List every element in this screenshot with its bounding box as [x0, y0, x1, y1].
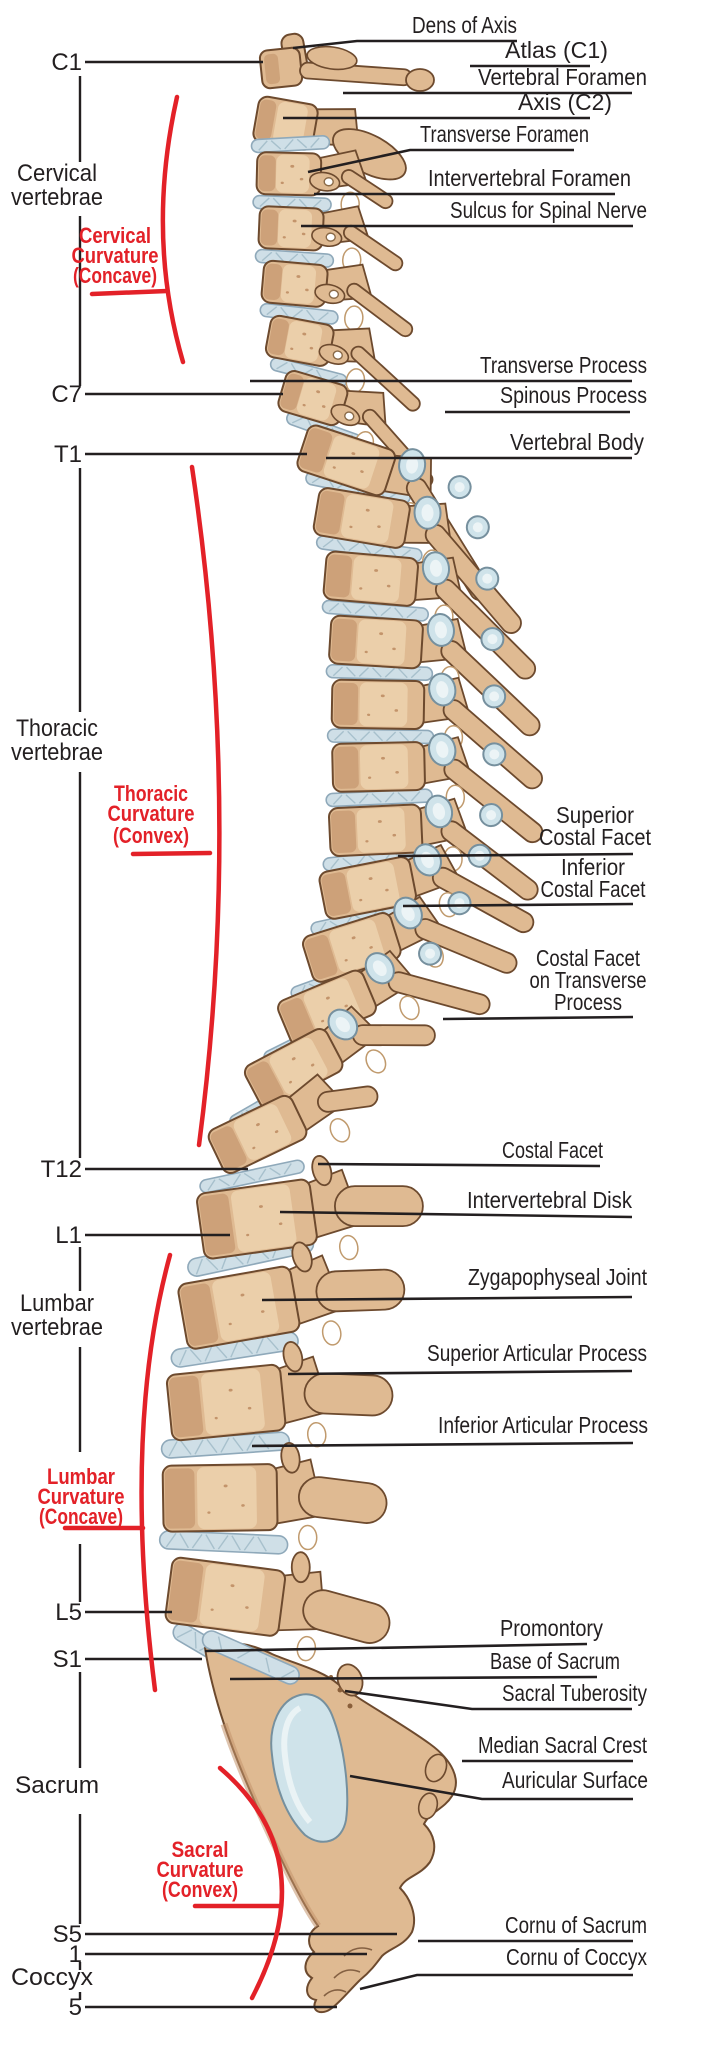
left-sections: Cervical vertebrae Thoracic vertebrae Lu… — [11, 160, 103, 1991]
leader-base-of-sacrum — [229, 1675, 598, 1681]
left-markers: C1 C7 T1 T12 L1 L5 S1 S5 1 5 — [41, 49, 82, 2021]
section-thoracic-1: Thoracic — [16, 715, 98, 742]
marker-coccyx-5: 5 — [69, 1994, 82, 2021]
arc-cervical-curvature — [160, 94, 186, 365]
label-inferior-articular-process: Inferior Articular Process — [438, 1412, 648, 1438]
label-inferior-costal-facet-2: Costal Facet — [541, 876, 646, 902]
leader-auricular-surface — [349, 1774, 633, 1801]
curvature-sacral-3: (Convex) — [162, 1877, 238, 1902]
label-vertebral-body: Vertebral Body — [510, 429, 644, 455]
label-transverse-process: Transverse Process — [480, 352, 647, 378]
curvature-lumbar-1: Lumbar — [47, 1464, 115, 1489]
spine-illustration — [158, 32, 544, 2014]
leader-cornu-of-coccyx — [359, 1973, 633, 1991]
leader-superior-articular — [287, 1369, 633, 1376]
right-labels: Dens of Axis Atlas (C1) Vertebral Forame… — [412, 12, 652, 1970]
marker-c7: C7 — [51, 381, 82, 408]
leader-costal-facet — [317, 1162, 601, 1168]
label-base-of-sacrum: Base of Sacrum — [490, 1648, 620, 1674]
marker-l1: L1 — [55, 1222, 82, 1249]
label-inferior-costal-facet-1: Inferior — [561, 854, 625, 880]
leader-transverse-foramen — [307, 148, 574, 174]
label-axis-c2: Axis (C2) — [518, 89, 612, 115]
label-costal-facet-transverse-1: Costal Facet — [536, 945, 640, 971]
curvature-thoracic-2: Curvature — [108, 801, 195, 826]
label-spinous-process: Spinous Process — [500, 382, 647, 408]
leader-superior-costal-facet — [397, 852, 634, 858]
curvature-sacral-1: Sacral — [172, 1837, 229, 1862]
leader-inferior-costal-facet — [402, 902, 634, 908]
curvature-lumbar-3: (Concave) — [39, 1504, 123, 1529]
marker-t1: T1 — [54, 441, 82, 468]
marker-c1: C1 — [51, 49, 82, 76]
arc-thoracic-curvature — [189, 464, 222, 1148]
curvature-cervical-2: Curvature — [72, 243, 159, 268]
curvature-thoracic-3: (Convex) — [113, 823, 189, 848]
section-thoracic-2: vertebrae — [11, 739, 103, 766]
section-coccyx: Coccyx — [11, 1964, 93, 1991]
arc-thoracic-pointer — [130, 850, 213, 857]
leader-dens-of-axis — [292, 39, 517, 50]
curvature-thoracic-1: Thoracic — [114, 781, 188, 806]
leader-lines — [85, 39, 634, 2009]
marker-l5: L5 — [55, 1599, 82, 1626]
leader-costal-facet-transverse — [442, 1015, 634, 1021]
label-cornu-of-coccyx: Cornu of Coccyx — [506, 1944, 647, 1970]
label-sulcus-spinal-nerve: Sulcus for Spinal Nerve — [450, 197, 647, 223]
label-superior-articular-process: Superior Articular Process — [427, 1340, 647, 1366]
label-costal-facet-transverse-2: on Transverse — [530, 967, 647, 993]
arc-cervical-pointer — [89, 288, 170, 297]
leader-intervertebral-disk — [279, 1210, 633, 1219]
curvature-cervical-3: (Concave) — [73, 263, 157, 288]
curvature-cervical-1: Cervical — [79, 223, 151, 248]
label-atlas-c1: Atlas (C1) — [505, 37, 608, 63]
arc-sacral-curvature — [217, 1765, 285, 2001]
leader-sacral-tuberosity — [344, 1689, 632, 1711]
label-superior-costal-facet-1: Superior — [556, 802, 634, 828]
section-cervical-1: Cervical — [17, 160, 97, 187]
label-zygapophyseal-joint: Zygapophyseal Joint — [468, 1264, 648, 1290]
label-sacral-tuberosity: Sacral Tuberosity — [502, 1680, 647, 1706]
curvature-labels: Cervical Curvature (Concave) Thoracic Cu… — [38, 223, 244, 1902]
label-costal-facet: Costal Facet — [502, 1137, 603, 1163]
label-transverse-foramen: Transverse Foramen — [420, 121, 589, 147]
section-lumbar-1: Lumbar — [20, 1290, 94, 1317]
marker-s1: S1 — [53, 1646, 82, 1673]
label-dens-of-axis: Dens of Axis — [412, 12, 517, 38]
marker-t12: T12 — [41, 1156, 82, 1183]
leader-inferior-articular — [251, 1441, 634, 1448]
label-promontory: Promontory — [500, 1615, 603, 1641]
section-cervical-2: vertebrae — [11, 184, 103, 211]
curvature-arcs — [62, 94, 285, 2001]
curvature-sacral-2: Curvature — [157, 1857, 244, 1882]
section-lumbar-2: vertebrae — [11, 1314, 103, 1341]
leader-zygapophyseal — [261, 1295, 633, 1302]
marker-coccyx-1: 1 — [69, 1941, 82, 1968]
section-sacrum: Sacrum — [15, 1772, 99, 1799]
label-intervertebral-disk: Intervertebral Disk — [467, 1187, 632, 1213]
marker-s5: S5 — [53, 1921, 82, 1948]
label-cornu-of-sacrum: Cornu of Sacrum — [505, 1912, 647, 1938]
label-median-sacral-crest: Median Sacral Crest — [478, 1732, 647, 1758]
label-costal-facet-transverse-3: Process — [554, 989, 622, 1015]
arc-lumbar-curvature — [139, 1252, 173, 1693]
label-intervertebral-foramen: Intervertebral Foramen — [428, 165, 631, 191]
curvature-lumbar-2: Curvature — [38, 1484, 125, 1509]
label-superior-costal-facet-2: Costal Facet — [539, 824, 652, 850]
leader-promontory — [204, 1642, 588, 1653]
label-auricular-surface: Auricular Surface — [502, 1767, 648, 1793]
label-vertebral-foramen: Vertebral Foramen — [478, 64, 647, 90]
